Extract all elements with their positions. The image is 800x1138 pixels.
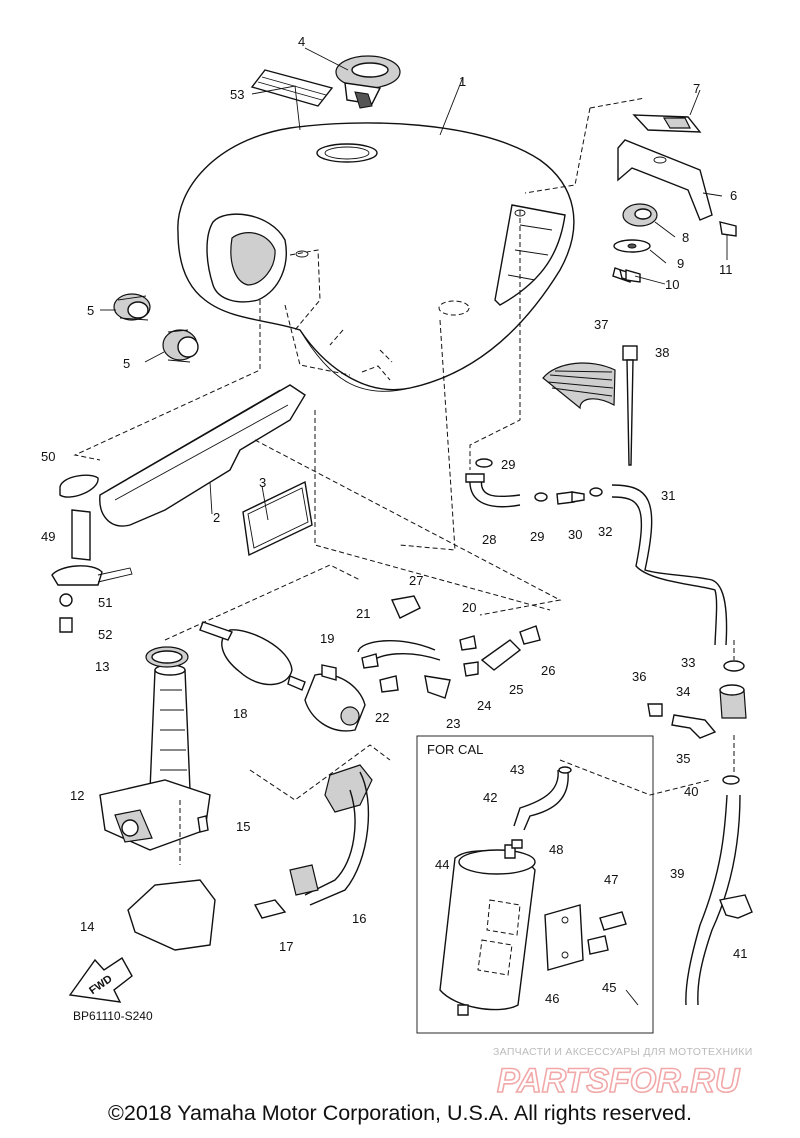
- callout-16: 16: [352, 911, 366, 926]
- for-cal-title: FOR CAL: [427, 742, 483, 757]
- part-2-cover: [99, 384, 306, 527]
- callout-42: 42: [483, 790, 497, 805]
- part-17-clip: [253, 899, 287, 919]
- callout-26: 26: [541, 663, 555, 678]
- callout-38: 38: [655, 345, 669, 360]
- part-49-sender: [51, 509, 133, 586]
- callout-9: 9: [677, 256, 684, 271]
- fwd-arrow: FWD: [68, 956, 133, 1003]
- part-46-bracket: [544, 904, 584, 971]
- callout-5b: 5: [123, 356, 130, 371]
- callout-51: 51: [98, 595, 112, 610]
- for-cal-box: [416, 735, 654, 1034]
- callout-50: 50: [41, 449, 55, 464]
- part-39-hose: [685, 794, 741, 1006]
- callout-1: 1: [459, 74, 466, 89]
- part-37-strip: [542, 362, 616, 410]
- callout-34: 34: [676, 684, 690, 699]
- callout-27: 27: [409, 573, 423, 588]
- callout-21: 21: [356, 606, 370, 621]
- part-18-filter: [199, 621, 306, 691]
- callout-36: 36: [632, 669, 646, 684]
- part-4-fuel-cap: [335, 55, 401, 109]
- callout-44: 44: [435, 857, 449, 872]
- callout-30: 30: [568, 527, 582, 542]
- part-12-fuel-pump: [99, 664, 211, 851]
- watermark-subtitle: ЗАПЧАСТИ И АКСЕССУАРЫ ДЛЯ МОТОТЕХНИКИ: [493, 1046, 753, 1058]
- callout-20: 20: [462, 600, 476, 615]
- callout-35: 35: [676, 751, 690, 766]
- watermark-logo: PARTSFOR.RU: [497, 1062, 741, 1100]
- callout-39: 39: [670, 866, 684, 881]
- callout-8: 8: [682, 230, 689, 245]
- callout-28: 28: [482, 532, 496, 547]
- callout-5a: 5: [87, 303, 94, 318]
- callout-53: 53: [230, 87, 244, 102]
- callout-37: 37: [594, 317, 608, 332]
- part-25-hose: [480, 639, 522, 671]
- part-42-hose: [513, 769, 569, 831]
- callout-4: 4: [298, 34, 305, 49]
- callout-17: 17: [279, 939, 293, 954]
- callout-45: 45: [602, 980, 616, 995]
- callout-33: 33: [681, 655, 695, 670]
- callout-10: 10: [665, 277, 679, 292]
- callout-22: 22: [375, 710, 389, 725]
- callout-47: 47: [604, 872, 618, 887]
- part-5-cap-lower: [162, 329, 199, 363]
- callout-31: 31: [661, 488, 675, 503]
- part-5-cap-upper: [113, 293, 151, 321]
- callout-24: 24: [477, 698, 491, 713]
- callout-18: 18: [233, 706, 247, 721]
- part-52-bolt: [59, 617, 73, 633]
- part-14-cover: [127, 879, 216, 951]
- callout-32: 32: [598, 524, 612, 539]
- part-51-washer: [59, 593, 73, 607]
- part-41-clip: [719, 894, 753, 919]
- callout-2: 2: [213, 510, 220, 525]
- callout-41: 41: [733, 946, 747, 961]
- callout-labels: 1 2 3 4 5 5 6 7 8 9 10 11 12 13 14 15 16…: [41, 34, 747, 1006]
- callout-3: 3: [259, 475, 266, 490]
- callout-29a: 29: [501, 457, 515, 472]
- callout-15: 15: [236, 819, 250, 834]
- callout-49: 49: [41, 529, 55, 544]
- part-3-pad: [242, 480, 313, 557]
- callout-19: 19: [320, 631, 334, 646]
- callout-13: 13: [95, 659, 109, 674]
- callout-46: 46: [545, 991, 559, 1006]
- callout-52: 52: [98, 627, 112, 642]
- part-50-gasket: [59, 474, 99, 498]
- diagram-code: BP61110-S240: [73, 1009, 153, 1023]
- copyright-footer: ©2018 Yamaha Motor Corporation, U.S.A. A…: [108, 1101, 692, 1125]
- part-16-harness: [289, 764, 373, 906]
- callout-48: 48: [549, 842, 563, 857]
- callout-14: 14: [80, 919, 94, 934]
- part-44-canister: [439, 844, 536, 1016]
- callout-43: 43: [510, 762, 524, 777]
- callout-23: 23: [446, 716, 460, 731]
- part-53-decal: [250, 69, 334, 107]
- callout-11: 11: [719, 262, 733, 277]
- callout-7: 7: [693, 81, 700, 96]
- callout-25: 25: [509, 682, 523, 697]
- part-38-cable-tie: [622, 345, 638, 466]
- fuel-tank: [177, 122, 575, 392]
- callout-40: 40: [684, 784, 698, 799]
- part-19-pump: [304, 664, 366, 732]
- part-31-hose: [611, 484, 728, 646]
- callout-6: 6: [730, 188, 737, 203]
- callout-29b: 29: [530, 529, 544, 544]
- bracket-assembly: [612, 114, 737, 283]
- callout-12: 12: [70, 788, 84, 803]
